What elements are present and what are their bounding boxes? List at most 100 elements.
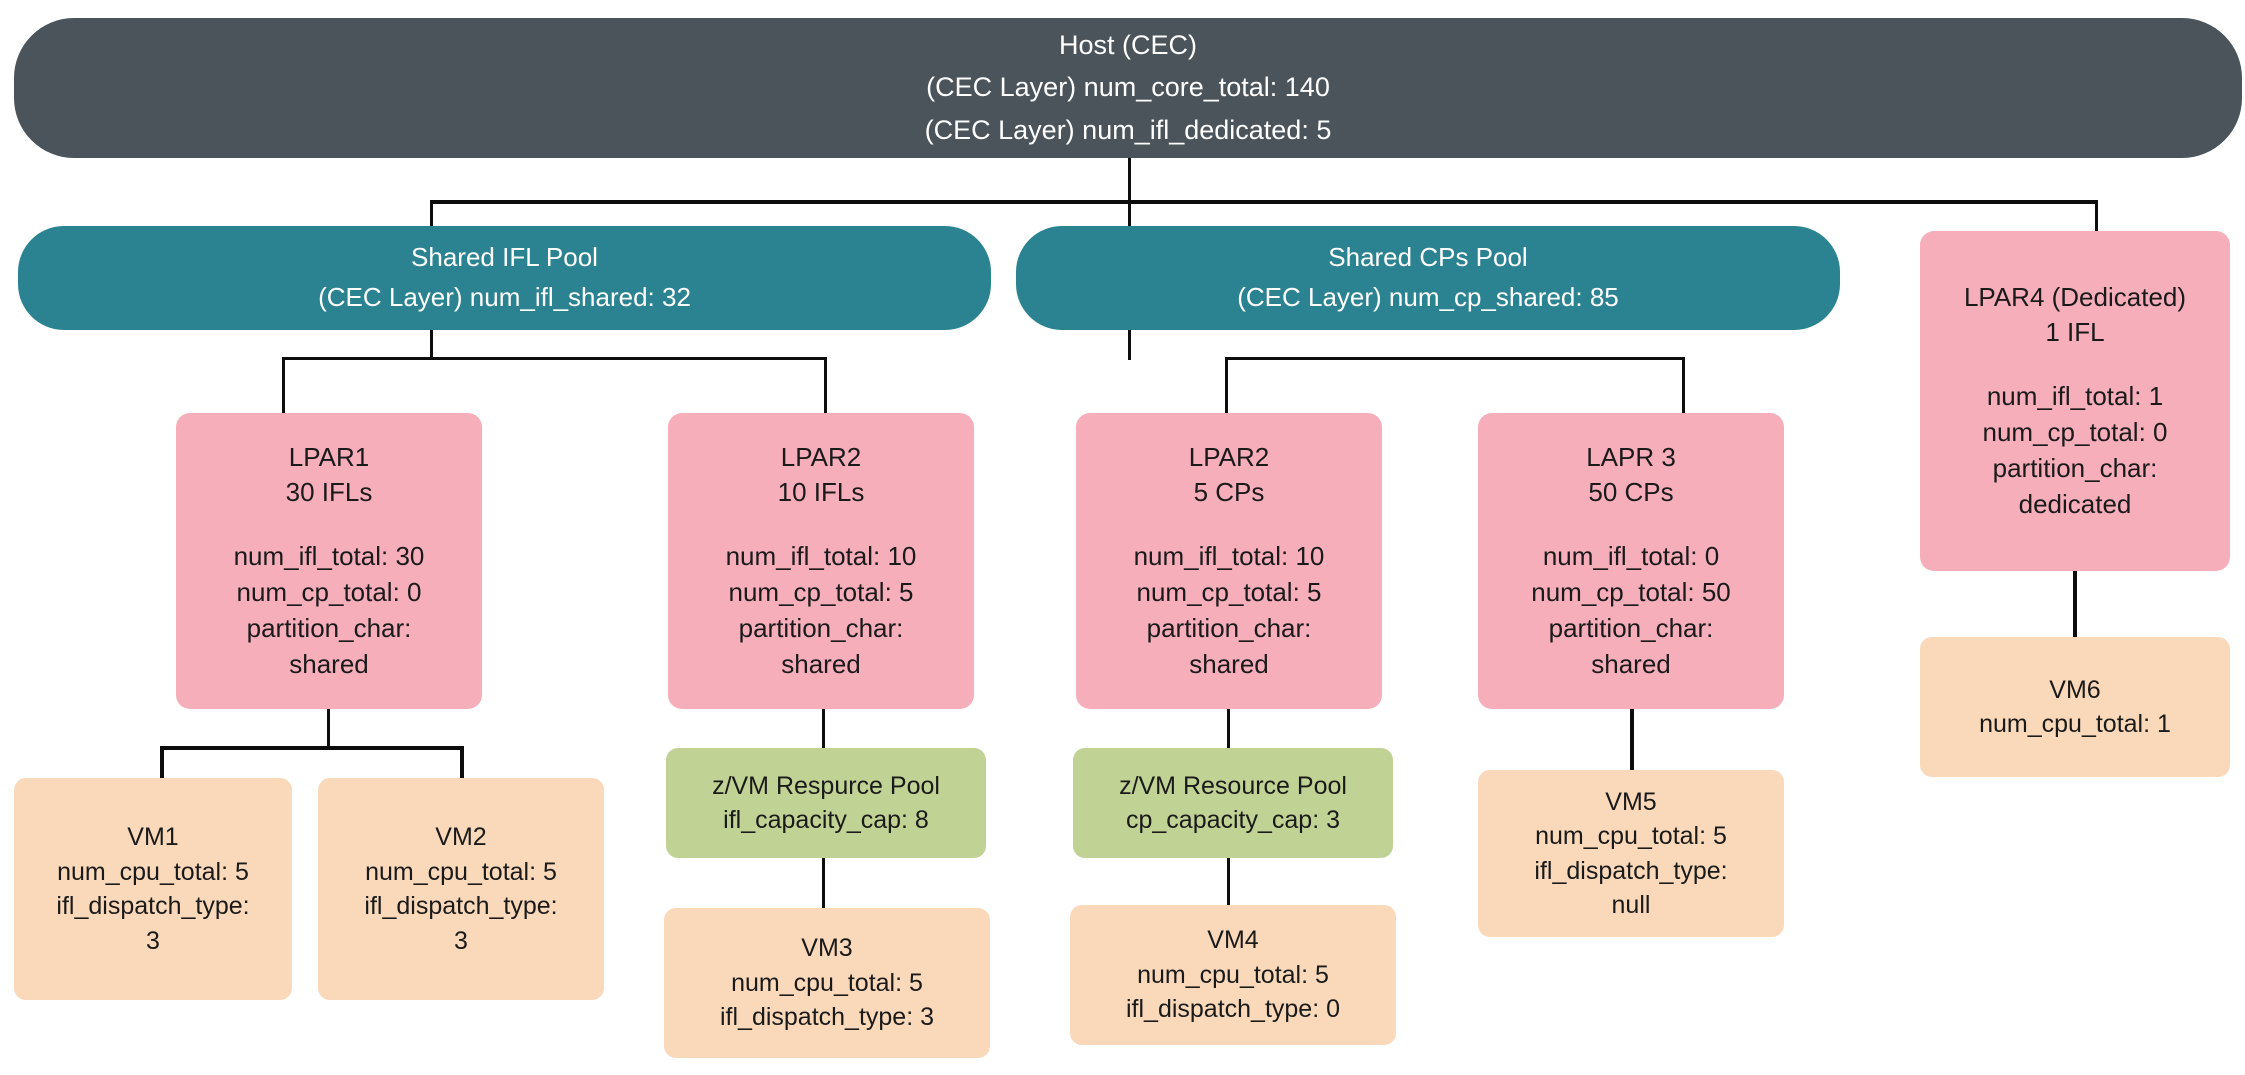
edge-cp-pool-to-lapr3: [1682, 357, 1685, 413]
edge-host-bus: [430, 200, 2098, 204]
edge-lpar1-stem: [327, 708, 330, 750]
lpar2-ifl-title: LPAR2: [780, 441, 862, 472]
host-metric-ifl-dedicated: (CEC Layer) num_ifl_dedicated: 5: [924, 114, 1332, 145]
vm4-num-cpu-total: num_cpu_total: 5: [1137, 960, 1329, 989]
node-lapr3[interactable]: LAPR 3 50 CPs num_ifl_total: 0 num_cp_to…: [1478, 413, 1784, 709]
vm4-ifl-dispatch-type: ifl_dispatch_type: 0: [1125, 995, 1341, 1024]
vm2-num-cpu-total: num_cpu_total: 5: [365, 857, 557, 886]
vm1-ifl-dispatch-type-label: ifl_dispatch_type:: [56, 892, 250, 920]
edge-ifl-pool-bus: [282, 357, 827, 360]
lpar2-cp-title: LPAR2: [1188, 441, 1270, 472]
vm2-ifl-dispatch-type-label: ifl_dispatch_type:: [364, 892, 558, 920]
vm5-ifl-dispatch-type-label: ifl_dispatch_type:: [1534, 856, 1728, 885]
lpar2-ifl-subtitle: 10 IFLs: [777, 477, 865, 508]
node-lpar2-ifl[interactable]: LPAR2 10 IFLs num_ifl_total: 10 num_cp_t…: [668, 413, 974, 709]
vm3-title: VM3: [801, 934, 853, 963]
lapr3-partition-char-label: partition_char:: [1548, 612, 1714, 643]
edge-cp-pool-bus: [1225, 357, 1685, 360]
host-title: Host (CEC): [1058, 30, 1197, 61]
lpar1-num-ifl-total: num_ifl_total: 30: [233, 541, 425, 572]
node-vm1[interactable]: VM1 num_cpu_total: 5 ifl_dispatch_type: …: [14, 778, 292, 1000]
vm2-title: VM2: [435, 823, 487, 851]
lapr3-subtitle: 50 CPs: [1588, 477, 1674, 508]
lpar4-num-cp-total: num_cp_total: 0: [1982, 417, 2168, 447]
lpar4-subtitle: 1 IFL: [2045, 317, 2105, 348]
zvm-ifl-pool-metric: ifl_capacity_cap: 8: [723, 806, 929, 834]
lpar2-ifl-partition-char-value: shared: [781, 648, 861, 679]
lpar2-ifl-num-ifl-total: num_ifl_total: 10: [725, 541, 917, 572]
lpar1-subtitle: 30 IFLs: [285, 477, 373, 508]
vm6-num-cpu-total: num_cpu_total: 1: [1979, 710, 2171, 738]
lpar2-cp-subtitle: 5 CPs: [1193, 477, 1265, 508]
node-vm2[interactable]: VM2 num_cpu_total: 5 ifl_dispatch_type: …: [318, 778, 604, 1000]
lpar2-ifl-partition-char-label: partition_char:: [738, 612, 904, 643]
edge-zvmifl-to-vm3: [822, 858, 825, 908]
node-zvm-cp-resource-pool[interactable]: z/VM Resource Pool cp_capacity_cap: 3: [1073, 748, 1393, 858]
shared-cp-pool-title: Shared CPs Pool: [1328, 242, 1528, 273]
node-shared-ifl-pool[interactable]: Shared IFL Pool (CEC Layer) num_ifl_shar…: [18, 226, 991, 330]
edge-lpar4-to-vm6: [2073, 570, 2077, 637]
lapr3-partition-char-value: shared: [1591, 648, 1671, 679]
node-shared-cp-pool[interactable]: Shared CPs Pool (CEC Layer) num_cp_share…: [1016, 226, 1840, 330]
lpar2-ifl-num-cp-total: num_cp_total: 5: [728, 577, 914, 607]
edge-lpar2ifl-to-zvmifl: [822, 708, 825, 748]
node-zvm-ifl-resource-pool[interactable]: z/VM Respurce Pool ifl_capacity_cap: 8: [666, 748, 986, 858]
edge-zvmcp-to-vm4: [1227, 858, 1230, 905]
edge-to-lpar4: [2095, 200, 2098, 231]
shared-ifl-pool-title: Shared IFL Pool: [411, 242, 598, 273]
node-vm4[interactable]: VM4 num_cpu_total: 5 ifl_dispatch_type: …: [1070, 905, 1396, 1045]
edge-cp-pool-stem: [1128, 330, 1131, 360]
edge-lpar2cp-to-zvmcp: [1227, 708, 1230, 748]
node-lpar1[interactable]: LPAR1 30 IFLs num_ifl_total: 30 num_cp_t…: [176, 413, 482, 709]
edge-cp-pool-to-lpar2cp: [1225, 357, 1228, 413]
lpar1-title: LPAR1: [288, 441, 370, 472]
zvm-cp-pool-title: z/VM Resource Pool: [1119, 771, 1347, 800]
lpar2-cp-partition-char-label: partition_char:: [1146, 612, 1312, 643]
node-host-cec[interactable]: Host (CEC) (CEC Layer) num_core_total: 1…: [14, 18, 2242, 158]
lpar2-cp-num-cp-total: num_cp_total: 5: [1136, 577, 1322, 607]
zvm-cp-pool-metric: cp_capacity_cap: 3: [1125, 806, 1341, 834]
vm5-title: VM5: [1605, 787, 1657, 816]
vm5-num-cpu-total: num_cpu_total: 5: [1535, 822, 1727, 850]
vm3-num-cpu-total: num_cpu_total: 5: [731, 968, 923, 997]
node-lpar4-dedicated[interactable]: LPAR4 (Dedicated) 1 IFL num_ifl_total: 1…: [1920, 231, 2230, 571]
vm1-num-cpu-total: num_cpu_total: 5: [57, 857, 249, 886]
shared-ifl-pool-metric: (CEC Layer) num_ifl_shared: 32: [318, 282, 691, 312]
edge-to-ifl-pool: [430, 200, 433, 250]
lpar4-title: LPAR4 (Dedicated): [1963, 281, 2187, 312]
lpar4-num-ifl-total: num_ifl_total: 1: [1986, 381, 2164, 412]
host-metric-core-total: (CEC Layer) num_core_total: 140: [926, 72, 1330, 103]
vm1-title: VM1: [127, 823, 179, 851]
edge-to-cp-pool: [1128, 200, 1131, 250]
lpar1-partition-char-value: shared: [289, 648, 369, 679]
edge-ifl-pool-to-lpar1: [282, 357, 285, 413]
lapr3-num-cp-total: num_cp_total: 50: [1531, 577, 1731, 607]
lpar1-num-cp-total: num_cp_total: 0: [236, 577, 422, 607]
lpar2-cp-partition-char-value: shared: [1189, 648, 1269, 679]
vm4-title: VM4: [1207, 926, 1259, 955]
lapr3-title: LAPR 3: [1586, 441, 1676, 472]
node-vm5[interactable]: VM5 num_cpu_total: 5 ifl_dispatch_type: …: [1478, 770, 1784, 937]
edge-host-stem: [1128, 157, 1131, 202]
lpar4-partition-char-value: dedicated: [2018, 488, 2132, 519]
edge-lpar1-bus: [160, 746, 463, 750]
edge-lpar1-to-vm2: [460, 746, 464, 778]
vm6-title: VM6: [2049, 675, 2101, 704]
lpar1-partition-char-label: partition_char:: [246, 612, 412, 643]
node-vm6[interactable]: VM6 num_cpu_total: 1: [1920, 637, 2230, 777]
lpar4-partition-char-label: partition_char:: [1992, 452, 2158, 483]
edge-lpar1-to-vm1: [160, 746, 164, 778]
shared-cp-pool-metric: (CEC Layer) num_cp_shared: 85: [1237, 282, 1619, 312]
lapr3-num-ifl-total: num_ifl_total: 0: [1542, 541, 1720, 572]
node-vm3[interactable]: VM3 num_cpu_total: 5 ifl_dispatch_type: …: [664, 908, 990, 1058]
vm1-ifl-dispatch-type-value: 3: [146, 926, 160, 955]
edge-ifl-pool-stem: [430, 330, 433, 360]
edge-lapr3-to-vm5: [1630, 708, 1634, 770]
node-lpar2-cp[interactable]: LPAR2 5 CPs num_ifl_total: 10 num_cp_tot…: [1076, 413, 1382, 709]
edge-ifl-pool-to-lpar2: [824, 357, 827, 413]
vm3-ifl-dispatch-type: ifl_dispatch_type: 3: [719, 1003, 935, 1032]
vm5-ifl-dispatch-type-value: null: [1611, 891, 1651, 919]
vm2-ifl-dispatch-type-value: 3: [454, 926, 468, 955]
zvm-ifl-pool-title: z/VM Respurce Pool: [712, 771, 940, 800]
